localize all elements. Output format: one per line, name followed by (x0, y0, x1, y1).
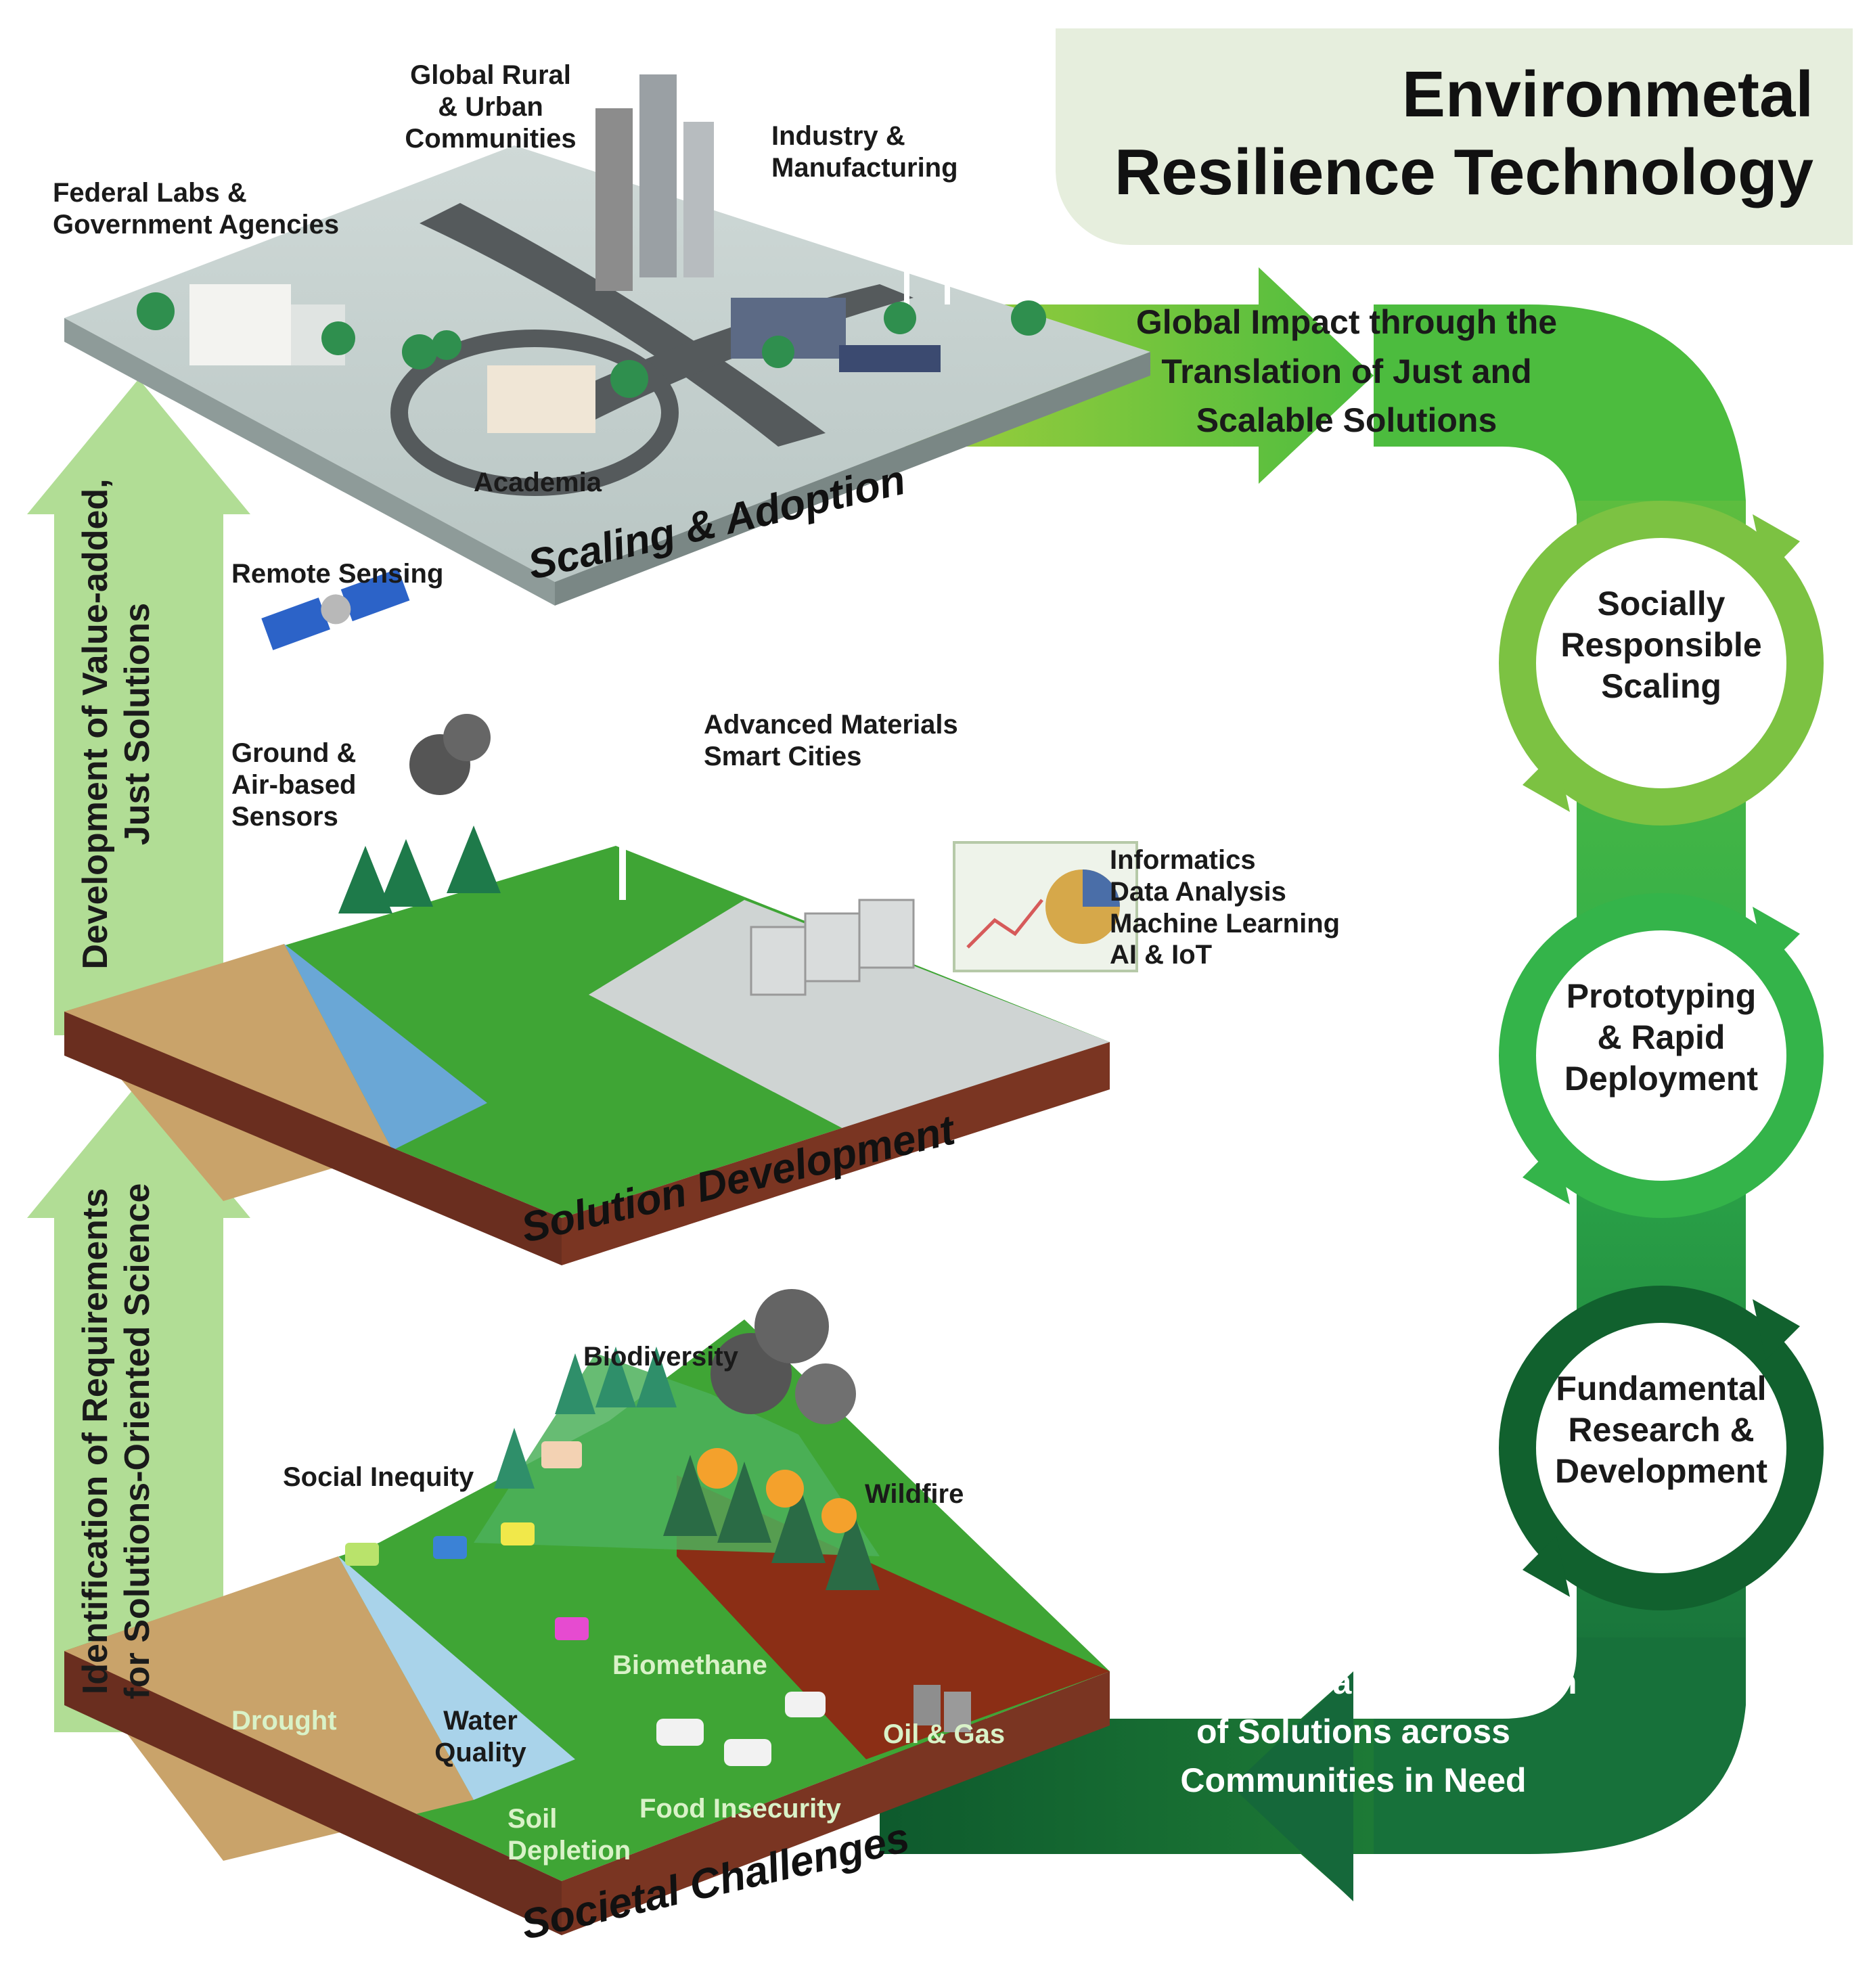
label-line: Manufacturing (771, 152, 958, 183)
stage-line: Research & (1568, 1411, 1755, 1449)
label-line: Industry & (771, 121, 905, 151)
label-social-inequity: Social Inequity (283, 1462, 474, 1492)
label-line: Machine Learning (1110, 908, 1340, 939)
label-line: Informatics (1110, 845, 1256, 875)
stage-line: Responsible (1560, 626, 1762, 664)
side-line: for Solutions-Oriented Science (118, 1183, 158, 1700)
cycle-circle-3 (1499, 1286, 1824, 1610)
label-line: & Urban (438, 91, 543, 122)
label-soil-depletion: Soil Depletion (508, 1803, 631, 1867)
lower-side-arrow-label: Identification of Requirements for Solut… (74, 1137, 169, 1746)
label-line: Depletion (508, 1835, 631, 1866)
cycle-circle-2 (1499, 893, 1824, 1218)
label-rural-urban: Global Rural & Urban Communities (382, 60, 599, 154)
label-food-insecurity: Food Insecurity (639, 1794, 841, 1824)
cycle-circle-1 (1499, 501, 1824, 826)
stage-line: Deployment (1564, 1060, 1759, 1098)
side-line: Development of Value-added, (76, 478, 115, 970)
label-federal-labs: Federal Labs & Government Agencies (53, 177, 339, 241)
label-informatics: Informatics Data Analysis Machine Learni… (1110, 844, 1340, 971)
stage-line: Prototyping (1566, 977, 1757, 1015)
stage-line: Fundamental (1556, 1370, 1767, 1407)
label-line: AI & IoT (1110, 940, 1213, 970)
label-line: Government Agencies (53, 209, 340, 240)
bottom-arrow-label: Deployment and Integration of Solutions … (1129, 1663, 1577, 1799)
label-remote-sensing: Remote Sensing (231, 559, 444, 589)
label-line: Global Rural (410, 60, 571, 90)
label-wildfire: Wildfire (865, 1479, 964, 1509)
title-box (1056, 28, 1853, 245)
side-arrows (27, 379, 250, 1732)
label-academia: Academia (474, 468, 602, 497)
bottom-arrow-head (1232, 1671, 1353, 1901)
label-line: Ground & (231, 738, 357, 768)
label-line: Communities (405, 123, 577, 154)
side-line: Just Solutions (118, 602, 158, 846)
label-line: Water (443, 1706, 518, 1736)
stage-line: Scaling (1601, 667, 1721, 705)
lower-side-arrow (27, 1083, 250, 1732)
label-water-quality: Water Quality (420, 1705, 541, 1769)
stage-socially-responsible-scaling: Socially Responsible Scaling (1519, 583, 1803, 707)
stage-line: Development (1555, 1452, 1767, 1490)
stage-prototyping-rapid-deployment: Prototyping & Rapid Deployment (1519, 976, 1803, 1100)
label-industry: Industry & Manufacturing (771, 120, 958, 184)
label-line: Sensors (231, 801, 338, 832)
label-line: Advanced Materials (704, 710, 958, 740)
solution-platform (64, 568, 1138, 1265)
label-line: Air-based (231, 769, 357, 800)
label-oil-gas: Oil & Gas (883, 1719, 1006, 1749)
label-line: Smart Cities (704, 741, 862, 771)
stage-fundamental-research-development: Fundamental Research & Development (1519, 1368, 1803, 1492)
label-drought: Drought (231, 1706, 337, 1736)
label-line: Federal Labs & (53, 178, 247, 208)
stage-line: Socially (1597, 585, 1726, 623)
top-arrow-label: Global Impact through the Translation of… (1135, 303, 1558, 439)
label-line: Soil (508, 1804, 558, 1834)
label-advanced-materials: Advanced Materials Smart Cities (704, 709, 958, 773)
stage-line: & Rapid (1597, 1018, 1726, 1056)
upper-side-arrow-label: Development of Value-added, Just Solutio… (74, 420, 169, 1029)
upper-side-arrow (27, 379, 250, 1035)
side-line: Identification of Requirements (76, 1188, 115, 1695)
page-title: Environmetal Resilience Technology (1114, 58, 1813, 209)
label-biomethane: Biomethane (612, 1650, 767, 1680)
societal-platform (64, 1289, 1110, 1935)
top-flow-band (1374, 304, 1746, 514)
label-sensors: Ground & Air-based Sensors (231, 738, 357, 832)
label-biodiversity: Biodiversity (583, 1342, 738, 1372)
label-line: Data Analysis (1110, 876, 1286, 907)
label-line: Quality (434, 1737, 526, 1767)
bottom-flow-band (1374, 1637, 1746, 1854)
scaling-platform (64, 74, 1150, 606)
